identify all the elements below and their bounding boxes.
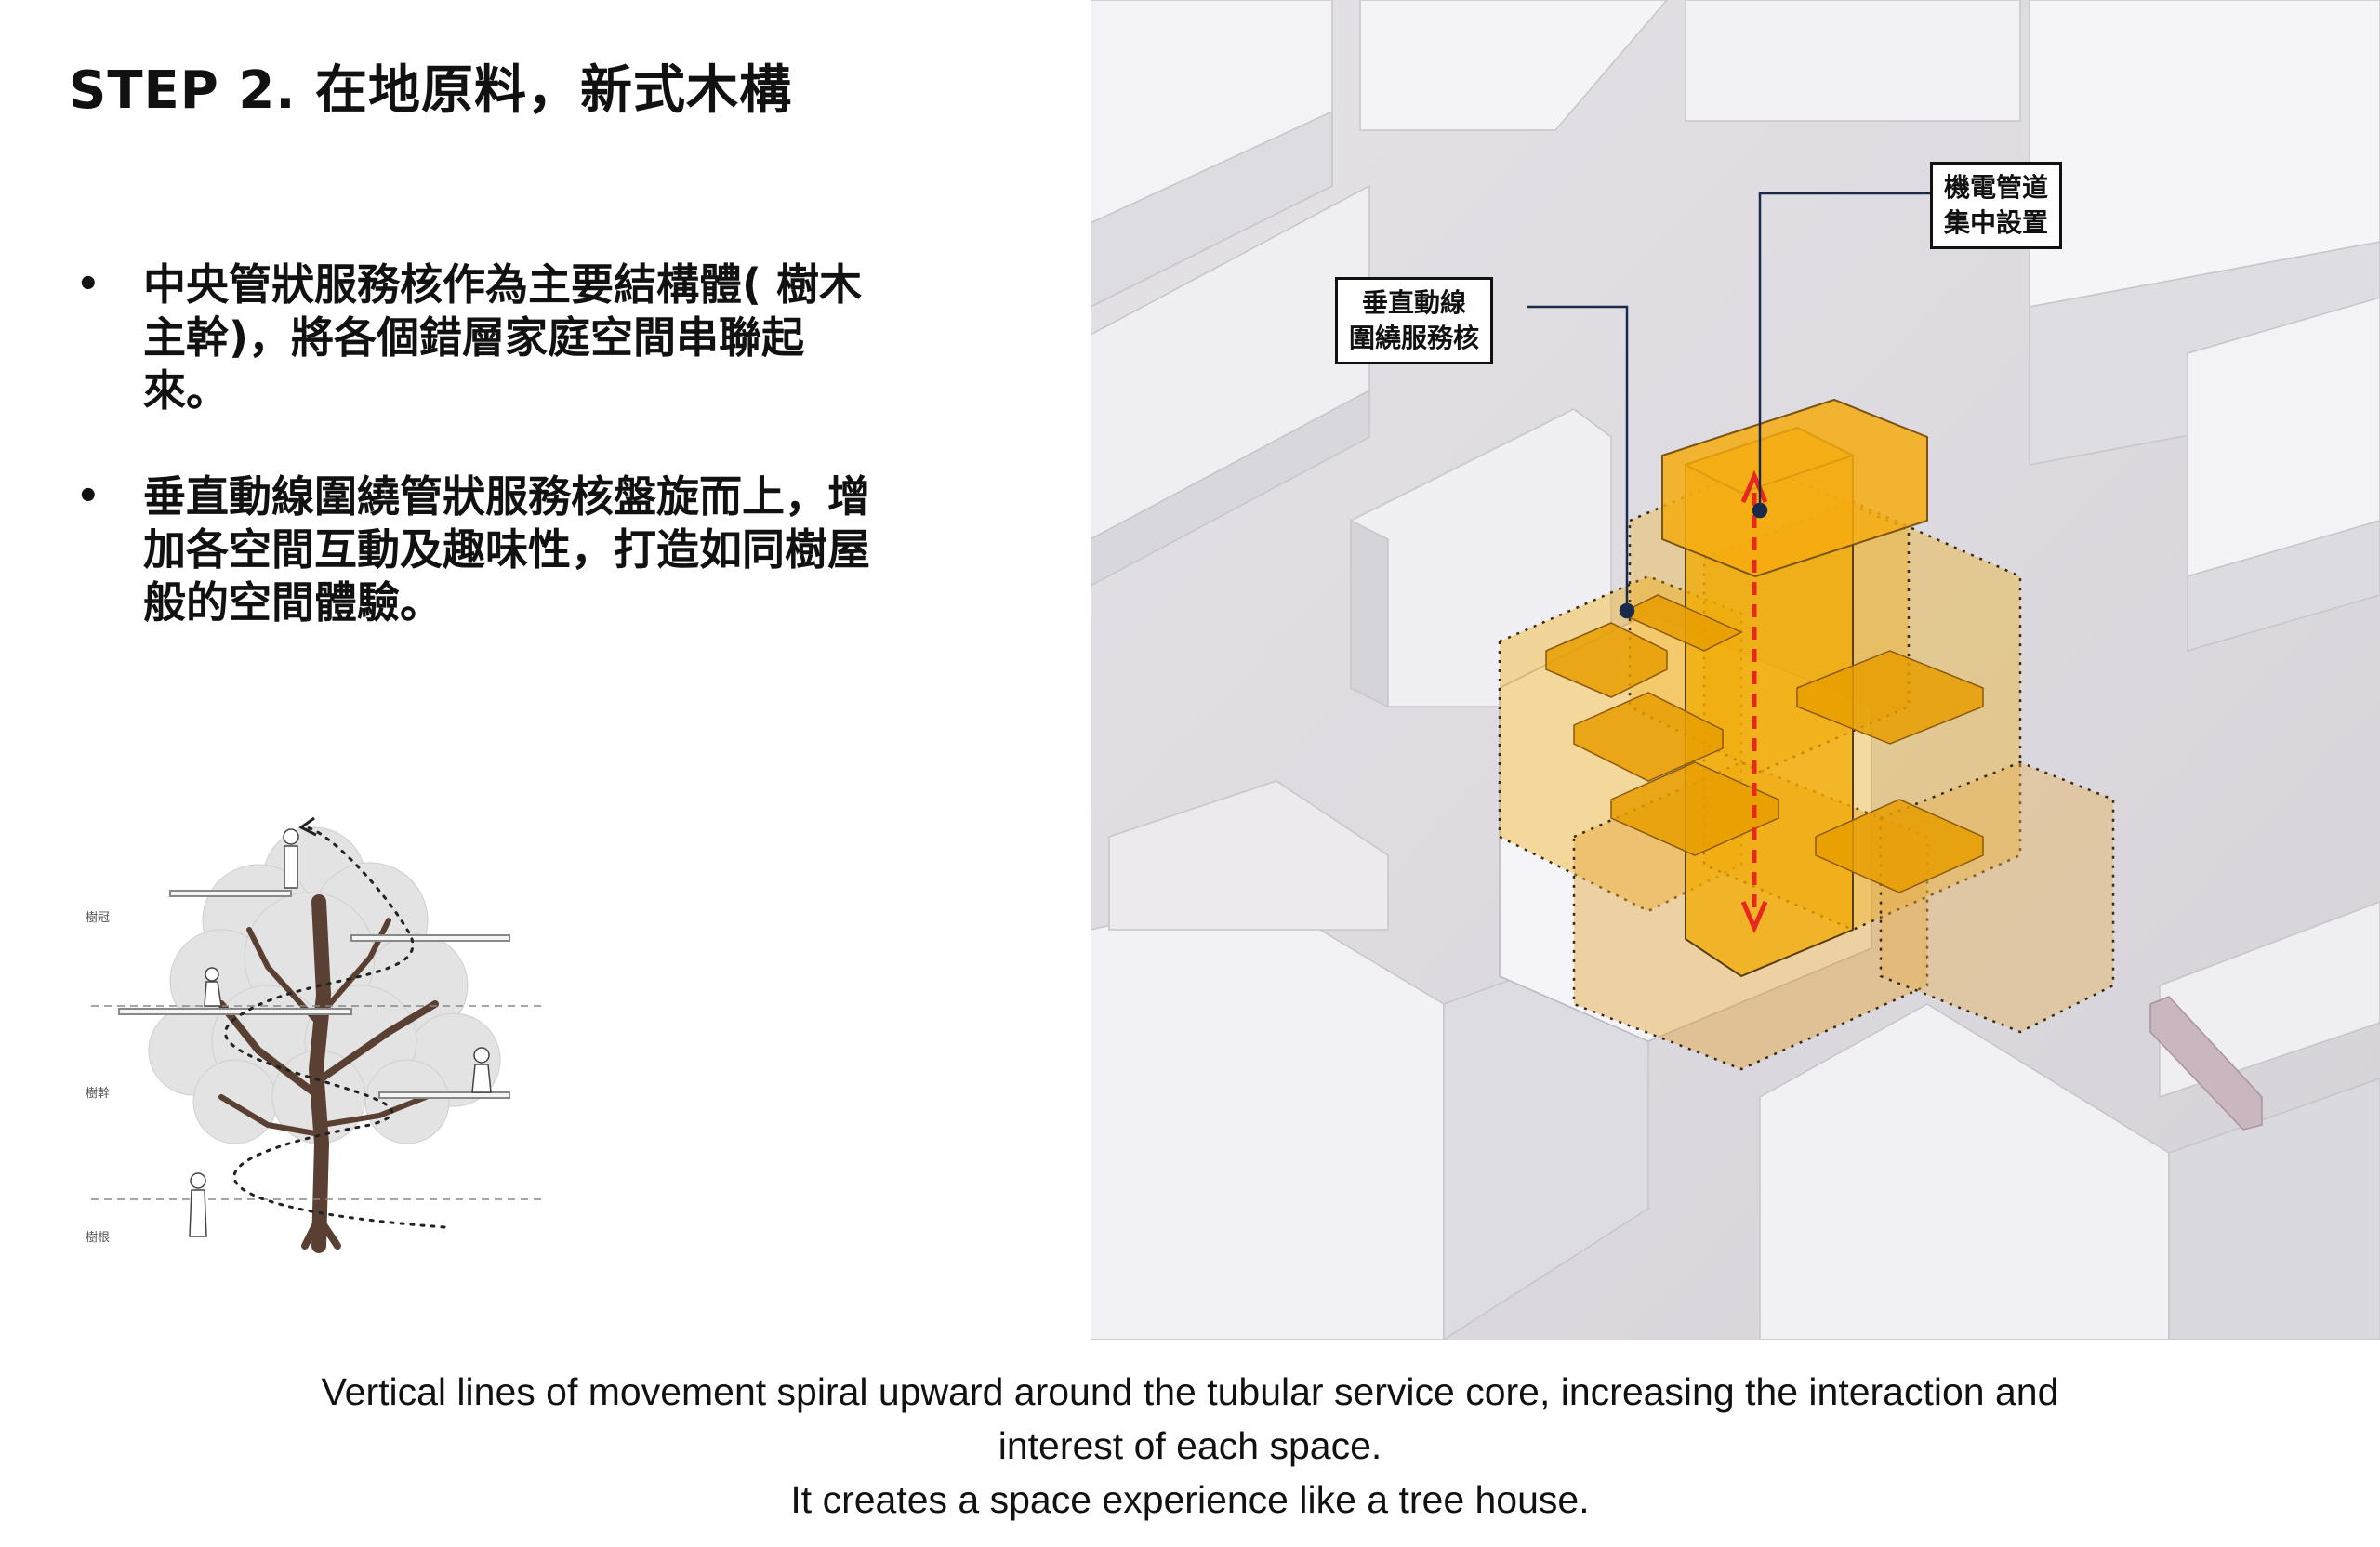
callout-text: 垂直動線 [1362, 287, 1467, 318]
callout-mep-shaft: 機電管道 集中設置 [1930, 162, 2063, 249]
bullet-text: 中央管狀服務核作為主要結構體( 樹木主幹)，將各個錯層家庭空間串聯起來。 [143, 259, 863, 416]
bullet-item: • 垂直動線圍繞管狀服務核盤旋而上，增加各空間互動及趣味性，打造如同樹屋般的空間… [76, 470, 876, 629]
bullet-dot-icon: • [76, 475, 100, 518]
bullet-dot-icon: • [76, 263, 100, 306]
tree-illustration-icon [91, 816, 547, 1253]
caption-line: Vertical lines of movement spiral upward… [321, 1370, 2059, 1413]
tree-label-trunk: 樹幹 [86, 1087, 111, 1101]
callout-text: 圍繞服務核 [1349, 323, 1480, 353]
callout-text: 機電管道 [1944, 172, 2049, 203]
caption-line: It creates a space experience like a tre… [790, 1478, 1590, 1521]
axonometric-render: 垂直動線 圍繞服務核 機電管道 集中設置 [1091, 0, 2380, 1340]
building-render-icon [1091, 0, 2380, 1340]
callout-vertical-circulation: 垂直動線 圍繞服務核 [1335, 277, 1494, 364]
bullet-text: 垂直動線圍繞管狀服務核盤旋而上，增加各空間互動及趣味性，打造如同樹屋般的空間體驗… [143, 471, 870, 628]
callout-text: 集中設置 [1944, 207, 2049, 238]
tree-label-crown: 樹冠 [86, 911, 111, 925]
page-title: STEP 2. 在地原料，新式木構 [69, 60, 793, 121]
bullet-list: • 中央管狀服務核作為主要結構體( 樹木主幹)，將各個錯層家庭空間串聯起來。 •… [76, 258, 876, 682]
bullet-item: • 中央管狀服務核作為主要結構體( 樹木主幹)，將各個錯層家庭空間串聯起來。 [76, 258, 876, 417]
caption: Vertical lines of movement spiral upward… [0, 1365, 2380, 1527]
tree-label-root: 樹根 [86, 1231, 111, 1245]
tree-diagram: 樹冠 樹幹 樹根 [82, 790, 565, 1274]
caption-line: interest of each space. [998, 1424, 1382, 1467]
